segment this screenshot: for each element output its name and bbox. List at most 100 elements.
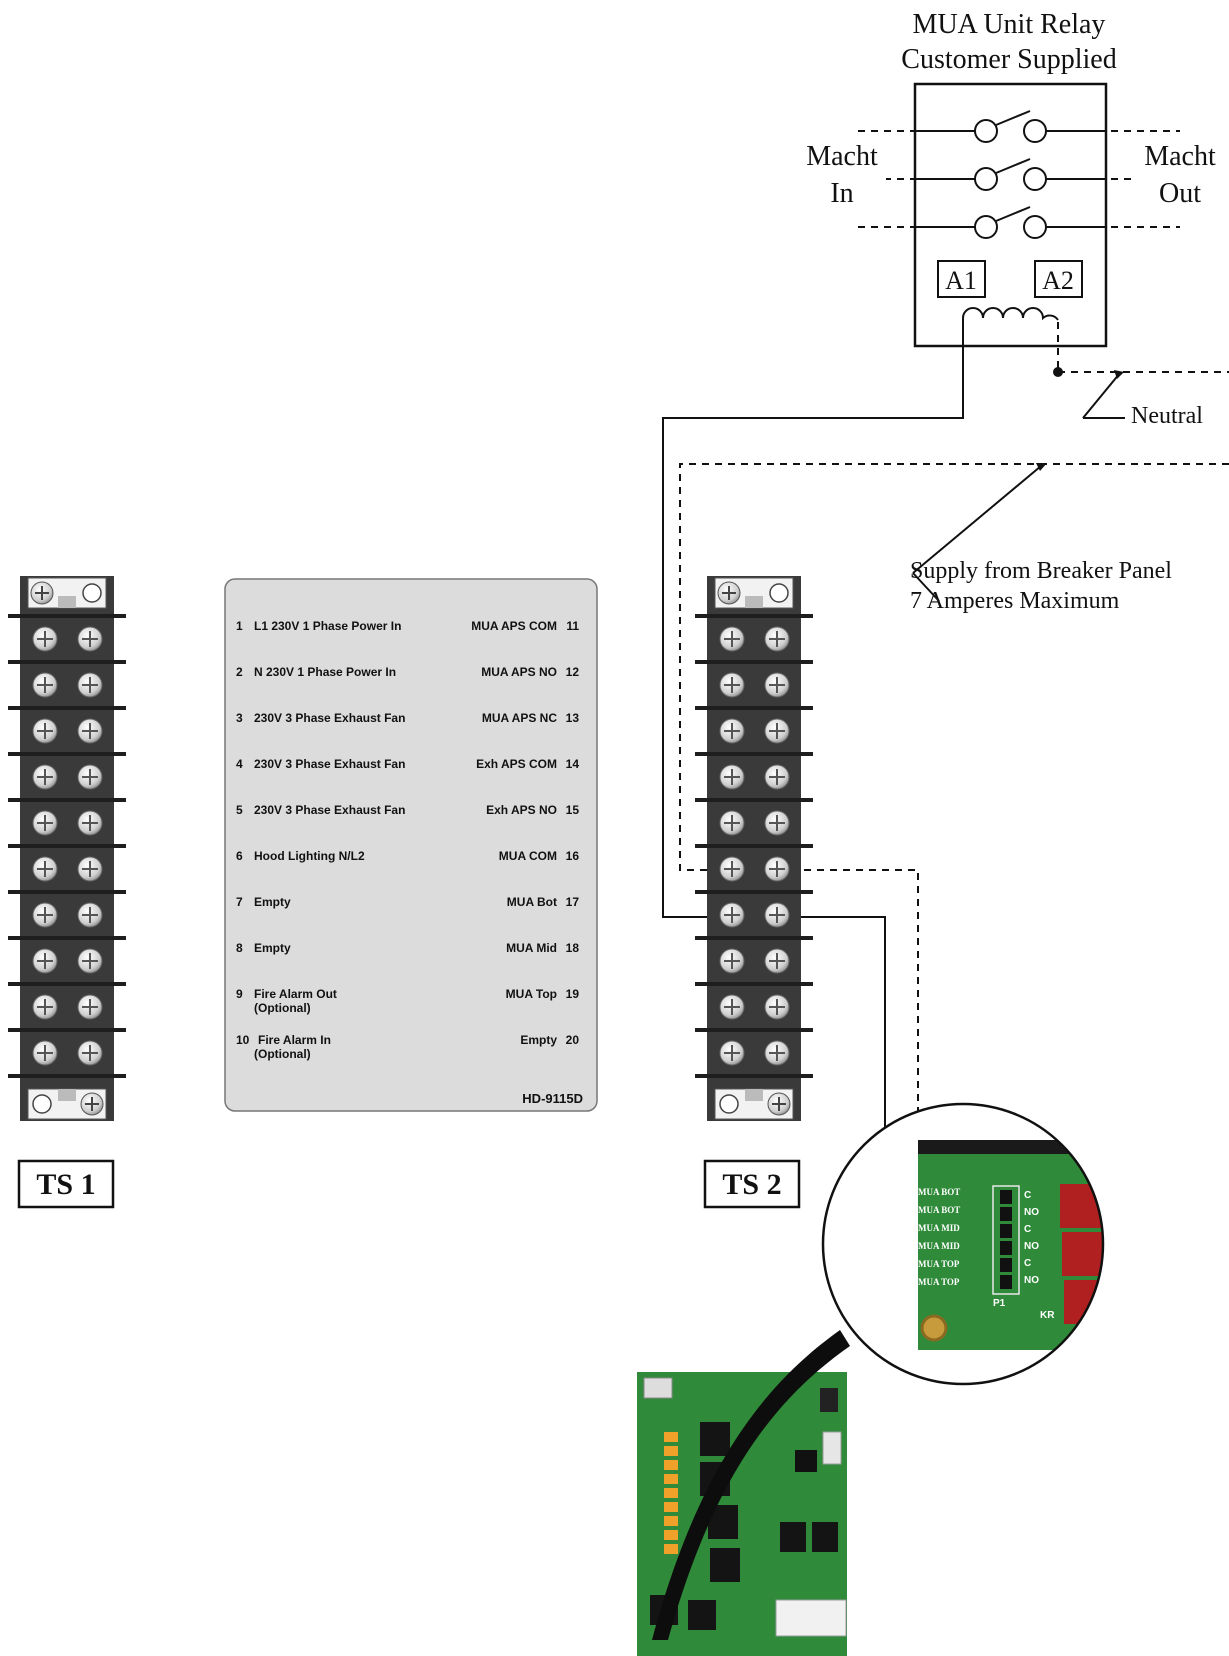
legend-model-number: HD-9115D	[522, 1091, 583, 1106]
zoom-pin	[1000, 1258, 1012, 1272]
strip-separator	[8, 844, 126, 848]
strip-separator	[695, 706, 813, 710]
board-orange-terminals	[664, 1432, 678, 1554]
zoom-relay-2	[1062, 1232, 1103, 1276]
ts2-label: TS 2	[722, 1168, 781, 1201]
zoom-silk-label: MUA MID	[918, 1223, 960, 1233]
strip-separator	[695, 798, 813, 802]
ts2-label-box	[703, 1159, 801, 1209]
strip-end-tab-top	[745, 596, 763, 608]
neutral-leader	[1082, 372, 1121, 419]
supply-leader-upper	[912, 465, 1042, 574]
zoom-pin	[1000, 1275, 1012, 1289]
legend-terminal-number: 20	[566, 1033, 580, 1047]
legend-terminal-label: 230V 3 Phase Exhaust Fan	[254, 803, 405, 817]
legend-terminal-label: MUA Bot	[507, 895, 557, 909]
zoom-pin	[1000, 1190, 1012, 1204]
legend-terminal-label: N 230V 1 Phase Power In	[254, 665, 396, 679]
strip-separator	[8, 1074, 126, 1078]
board-header-right	[822, 1431, 842, 1465]
legend-terminal-number: 14	[566, 757, 580, 771]
zoom-mounting-hole	[920, 1314, 948, 1342]
legend-terminal-number: 6	[236, 849, 243, 863]
legend-terminal-number: 2	[236, 665, 243, 679]
relay-coil-symbol	[962, 307, 1059, 328]
relay-contacts	[858, 110, 1180, 239]
strip-separator	[695, 982, 813, 986]
macht-in-line1: Macht	[806, 141, 878, 172]
terminal-strip-ts2	[695, 576, 813, 1121]
strip-end-tab-bottom	[58, 1089, 76, 1101]
terminal-strip-ts1	[8, 576, 126, 1121]
control-board	[637, 1330, 850, 1656]
macht-out-line2: Out	[1159, 178, 1201, 209]
macht-out-line1: Macht	[1144, 141, 1216, 172]
zoom-connector-label: P1	[993, 1298, 1006, 1309]
zoom-pin-label: C	[1024, 1258, 1031, 1269]
strip-separator	[8, 890, 126, 894]
legend-terminal-label: MUA APS COM	[471, 619, 557, 633]
legend-terminal-label: L1 230V 1 Phase Power In	[254, 619, 401, 633]
strip-body	[20, 576, 114, 1121]
supply-wire	[679, 463, 1229, 1196]
strip-separator	[8, 706, 126, 710]
zoom-pin-label: C	[1024, 1224, 1031, 1235]
relay-title-line1: MUA Unit Relay	[913, 9, 1106, 40]
legend-terminal-number: 5	[236, 803, 243, 817]
strip-body	[707, 576, 801, 1121]
supply-leader-lower	[912, 572, 940, 602]
legend-terminal-number: 12	[566, 665, 580, 679]
zoom-pin	[1000, 1241, 1012, 1255]
legend-terminal-number: 8	[236, 941, 243, 955]
supply-arrowhead	[1036, 463, 1047, 471]
strip-separator	[8, 1028, 126, 1032]
legend-terminal-number: 17	[566, 895, 580, 909]
legend-terminal-sublabel: (Optional)	[254, 1001, 311, 1015]
strip-separator	[8, 614, 126, 618]
relay-title-line2: Customer Supplied	[901, 44, 1116, 75]
supply-label-line1: Supply from Breaker Panel	[910, 558, 1172, 584]
legend-terminal-label: MUA APS NC	[482, 711, 557, 725]
legend-terminal-number: 15	[566, 803, 580, 817]
legend-terminal-sublabel: (Optional)	[254, 1047, 311, 1061]
strip-separator	[8, 982, 126, 986]
coil-a2-label: A2	[1042, 266, 1074, 295]
zoom-connector-outline	[992, 1185, 1020, 1295]
mua-relay: MUA Unit Relay Customer Supplied	[798, 9, 1226, 348]
strip-end-hole-top	[82, 583, 102, 603]
strip-separator	[695, 890, 813, 894]
strip-separator	[695, 936, 813, 940]
legend-left-column: 1 L1 230V 1 Phase Power In 2 N 230V 1 Phase…	[236, 619, 405, 1061]
legend-terminal-number: 19	[566, 987, 580, 1001]
legend-terminal-label: MUA APS NO	[481, 665, 557, 679]
zoom-silk-label: MUA MID	[918, 1241, 960, 1251]
supply-label-line2: 7 Amperes Maximum	[910, 588, 1120, 614]
legend-terminal-number: 1	[236, 619, 243, 633]
legend-terminal-label: Empty	[254, 895, 291, 909]
legend-terminal-label: MUA Top	[506, 987, 557, 1001]
zoom-pin-label: NO	[1024, 1207, 1039, 1218]
legend-terminal-number: 3	[236, 711, 243, 725]
coil-wire-to-ts2	[662, 322, 964, 918]
legend-terminal-number: 7	[236, 895, 243, 909]
zoom-silk-label: MUA BOT	[918, 1205, 960, 1215]
legend-terminal-number: 10	[236, 1033, 250, 1047]
legend-terminal-label: Exh APS COM	[476, 757, 557, 771]
legend-terminal-label: MUA Mid	[506, 941, 557, 955]
board-chip	[795, 1450, 817, 1472]
zoom-pin-label: NO	[1024, 1241, 1039, 1252]
board-sticker	[775, 1599, 847, 1637]
ts1-label: TS 1	[36, 1168, 95, 1201]
strip-separator	[695, 660, 813, 664]
zoom-pin	[1000, 1207, 1012, 1221]
strip-separator	[695, 1028, 813, 1032]
zoom-connector-pins	[1000, 1190, 1012, 1289]
strip-end-hole-bottom	[719, 1094, 739, 1114]
coil-a2-box	[1034, 260, 1083, 298]
coil-a1-box	[937, 260, 986, 298]
coil-a1-label: A1	[945, 266, 977, 295]
